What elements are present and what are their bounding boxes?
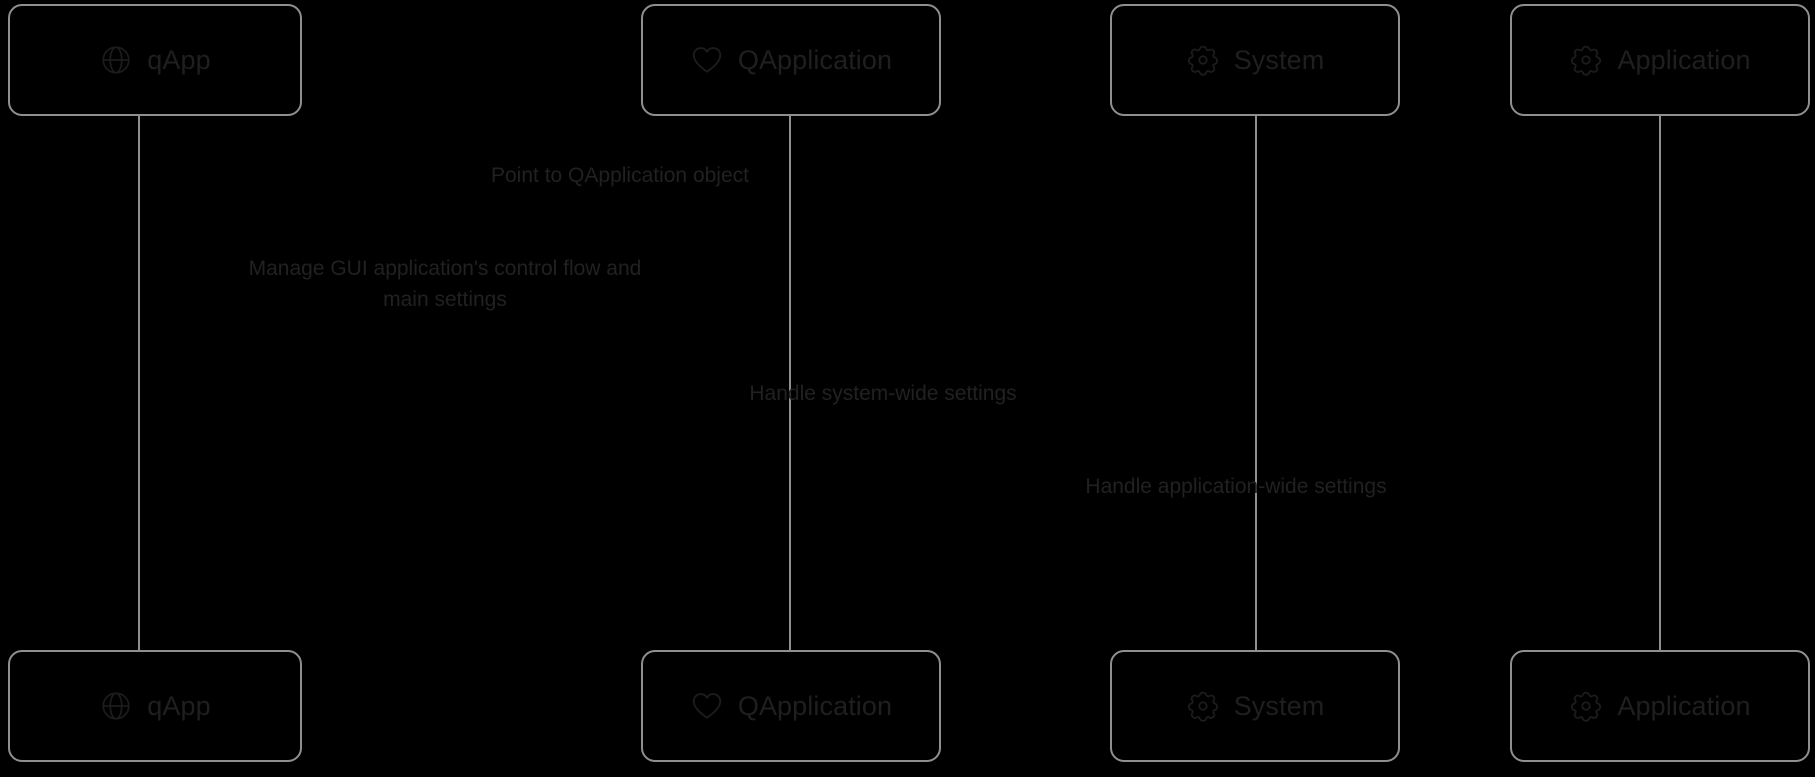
- message-label-manage-gui-control-flow: Manage GUI application's control flow an…: [248, 257, 642, 311]
- participant-footer-qapp[interactable]: qApp: [8, 650, 302, 762]
- participant-label: Application: [1617, 690, 1751, 721]
- participant-header-qapp[interactable]: qApp: [8, 4, 302, 116]
- participant-footer-system[interactable]: System: [1110, 650, 1400, 762]
- heart-icon: [690, 689, 724, 723]
- participant-label: System: [1233, 44, 1325, 75]
- lifeline-system: [1255, 116, 1257, 650]
- lifeline-qapplication: [789, 116, 791, 650]
- lifeline-application: [1659, 116, 1661, 650]
- message-label-handle-application-wide-settings: Handle application-wide settings: [1085, 475, 1387, 498]
- globe-icon: [99, 689, 133, 723]
- participant-label: qApp: [147, 690, 211, 721]
- participant-footer-application[interactable]: Application: [1510, 650, 1810, 762]
- message-label-handle-system-wide-settings: Handle system-wide settings: [749, 382, 1017, 405]
- gear-icon: [1186, 689, 1220, 723]
- participant-header-application[interactable]: Application: [1510, 4, 1810, 116]
- participant-label: Application: [1617, 44, 1751, 75]
- participant-header-qapplication[interactable]: QApplication: [641, 4, 941, 116]
- lifeline-qapp: [138, 116, 140, 650]
- gear-icon: [1569, 689, 1603, 723]
- participant-label: QApplication: [737, 690, 893, 721]
- globe-icon: [99, 43, 133, 77]
- participant-label: System: [1233, 690, 1325, 721]
- participant-label: qApp: [147, 44, 211, 75]
- participant-footer-qapplication[interactable]: QApplication: [641, 650, 941, 762]
- participant-label: QApplication: [737, 44, 893, 75]
- gear-icon: [1186, 43, 1220, 77]
- heart-icon: [690, 43, 724, 77]
- message-label-point-to-qapplication: Point to QApplication object: [491, 164, 749, 187]
- participant-header-system[interactable]: System: [1110, 4, 1400, 116]
- gear-icon: [1569, 43, 1603, 77]
